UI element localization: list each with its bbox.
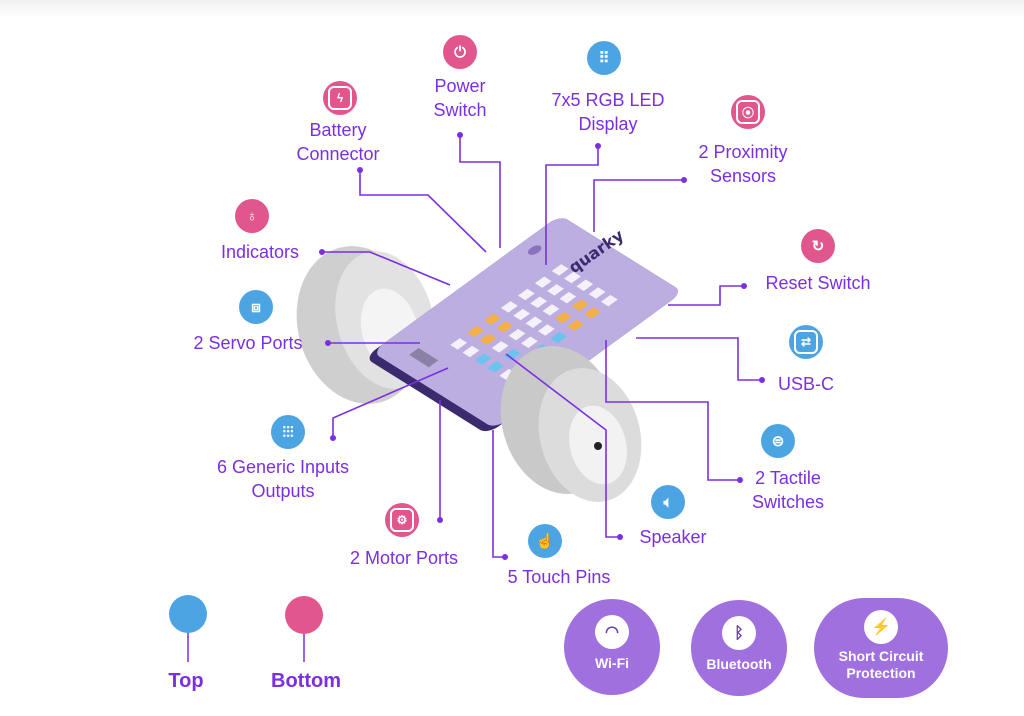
leader-lines (322, 135, 762, 558)
led-pixel (487, 361, 504, 373)
led-pixel (567, 319, 584, 332)
led-pixel (537, 324, 555, 336)
led-pixel (521, 336, 538, 349)
reset-icon: ↻ (801, 229, 835, 263)
leader-dots (319, 132, 765, 560)
led-pixel (600, 294, 618, 307)
legend-bottom-dot (285, 596, 323, 634)
label-tactile-switches: 2 Tactile Switches (751, 468, 825, 512)
legend-top-label: Top (168, 670, 204, 692)
wifi-icon: ◠ (595, 615, 629, 649)
led-pixel (534, 276, 552, 288)
led-pixel (554, 311, 572, 324)
label-reset-switch: Reset Switch (765, 273, 871, 293)
led-pixel (467, 325, 484, 338)
label-usb-c: USB-C (777, 374, 835, 394)
led-pixel (474, 353, 492, 365)
label-proximity-sensors: 2 Proximity Sensors (698, 142, 788, 186)
legend-top-dot (169, 595, 207, 633)
led-pixel (584, 307, 601, 319)
led-pixel (550, 331, 568, 344)
proximity-sensor-icon: ⦿ (731, 95, 765, 129)
led-pixel (525, 316, 543, 328)
legend-bottom-label: Bottom (271, 670, 341, 692)
led-grid-icon: ⠿ (587, 41, 621, 75)
label-touch-pins: 5 Touch Pins (507, 567, 611, 587)
feature-short-circuit-protection: ⚡ Short Circuit Protection (814, 598, 948, 698)
led-pixel (513, 308, 531, 321)
battery-icon: ϟ (323, 81, 357, 115)
led-pixel (496, 321, 514, 333)
led-pixel (501, 301, 518, 313)
io-pins-icon: ⫶⫶⫶ (271, 415, 305, 449)
usb-icon: ⇄ (789, 325, 823, 359)
motor-icon: ⚙ (385, 503, 419, 537)
bluetooth-icon: ᛒ (722, 616, 756, 650)
label-motor-ports: 2 Motor Ports (349, 548, 459, 568)
label-power-switch: Power Switch (433, 76, 487, 120)
led-pixel (571, 299, 589, 312)
led-pixel (462, 345, 480, 358)
label-indicators: Indicators (220, 242, 300, 262)
label-generic-io: 6 Generic Inputs Outputs (216, 457, 350, 501)
label-led-display: 7x5 RGB LED Display (551, 90, 665, 134)
led-pixel (508, 328, 526, 341)
led-pixel (517, 288, 535, 301)
led-pixel (564, 271, 581, 284)
led-pixel (551, 264, 569, 276)
led-pixel (491, 341, 509, 353)
feature-bluetooth: ᛒ Bluetooth (691, 600, 787, 696)
shield-bolt-icon: ⚡ (864, 610, 898, 644)
label-speaker: Speaker (639, 527, 707, 547)
power-icon: ⏻ (443, 35, 477, 69)
led-pixel (479, 333, 497, 345)
led-pixel (559, 291, 577, 304)
led-pixel (530, 296, 548, 308)
feature-wifi: ◠ Wi-Fi (564, 599, 660, 695)
led-pixel (484, 313, 501, 325)
top-shadow (0, 0, 1024, 18)
button-icon: ⊜ (761, 424, 795, 458)
servo-icon: ⧈ (239, 290, 273, 324)
led-pixel (450, 338, 468, 350)
led-icon: ♁ (235, 199, 269, 233)
label-servo-ports: 2 Servo Ports (193, 333, 303, 353)
speaker-icon: 🔈︎ (651, 485, 685, 519)
touch-icon: ☝ (528, 524, 562, 558)
led-pixel (504, 348, 521, 361)
led-pixel (588, 287, 606, 299)
led-pixel (542, 304, 560, 316)
led-pixel (576, 279, 594, 291)
led-pixel (547, 284, 564, 296)
label-battery-connector: Battery Connector (296, 120, 380, 164)
